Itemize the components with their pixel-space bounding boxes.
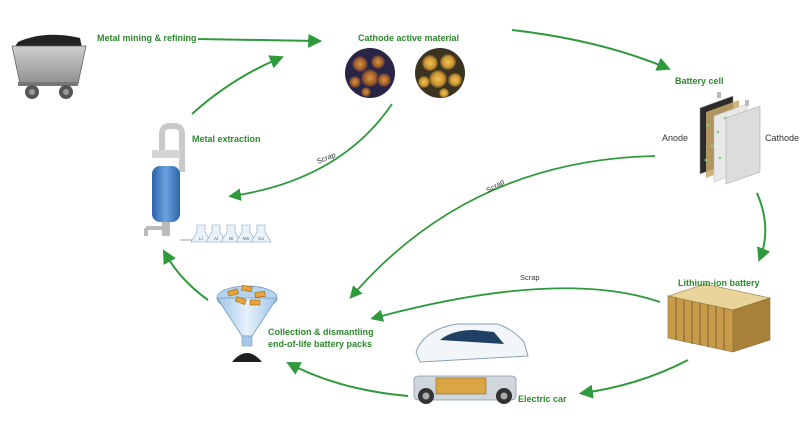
mining-cart-illustration xyxy=(11,34,87,99)
label-collection-line2: end-of-life battery packs xyxy=(268,339,373,349)
label-metal-extraction: Metal extraction xyxy=(192,134,261,144)
flask-co: Co xyxy=(250,224,272,243)
svg-text:Co: Co xyxy=(258,236,264,241)
arrow-collection-to-extraction xyxy=(162,249,209,301)
cathode-particles-image-2 xyxy=(415,48,465,98)
arrow-cathode-to-cell xyxy=(511,29,671,71)
arrow-extraction-to-cathode xyxy=(191,55,284,115)
scrap-label-cell: Scrap xyxy=(485,177,506,195)
label-cathode: Cathode xyxy=(765,133,800,143)
scrap-arrows xyxy=(228,103,661,322)
battery-pack-illustration xyxy=(666,283,772,353)
element-flasks: Li Al Ni Mn Co xyxy=(190,224,272,243)
label-cathode-active-material: Cathode active material xyxy=(358,33,460,43)
label-collection-line1: Collection & dismantling xyxy=(268,327,374,337)
scrap-arrow-cathode xyxy=(228,103,393,201)
arrow-mining-to-cathode xyxy=(197,33,323,48)
svg-text:Al: Al xyxy=(214,236,218,241)
arrow-battery-to-car xyxy=(578,359,689,399)
label-electric-car: Electric car xyxy=(518,394,567,404)
collection-funnel-illustration xyxy=(216,284,278,362)
electric-car-illustration xyxy=(413,323,529,404)
svg-text:Li: Li xyxy=(199,236,203,241)
cycle-arrows xyxy=(162,29,771,399)
scrap-label-cathode: Scrap xyxy=(315,150,337,166)
label-collection-dismantling: Collection & dismantling end-of-life bat… xyxy=(268,326,374,350)
label-metal-mining: Metal mining & refining xyxy=(97,33,197,43)
arrow-cell-to-battery xyxy=(756,192,771,262)
svg-text:Ni: Ni xyxy=(229,236,233,241)
cathode-particles-image-1 xyxy=(345,48,395,98)
label-lithium-ion-battery: Lithium-ion battery xyxy=(678,278,760,288)
scrap-arrow-cell xyxy=(349,155,656,299)
svg-text:Mn: Mn xyxy=(243,236,250,241)
scrap-label-battery: Scrap xyxy=(520,273,540,282)
label-battery-cell: Battery cell xyxy=(675,76,724,86)
scrap-arrow-battery xyxy=(370,287,661,322)
label-anode: Anode xyxy=(662,133,689,143)
arrow-car-to-collection xyxy=(286,362,409,397)
battery-cell-illustration xyxy=(699,92,761,185)
